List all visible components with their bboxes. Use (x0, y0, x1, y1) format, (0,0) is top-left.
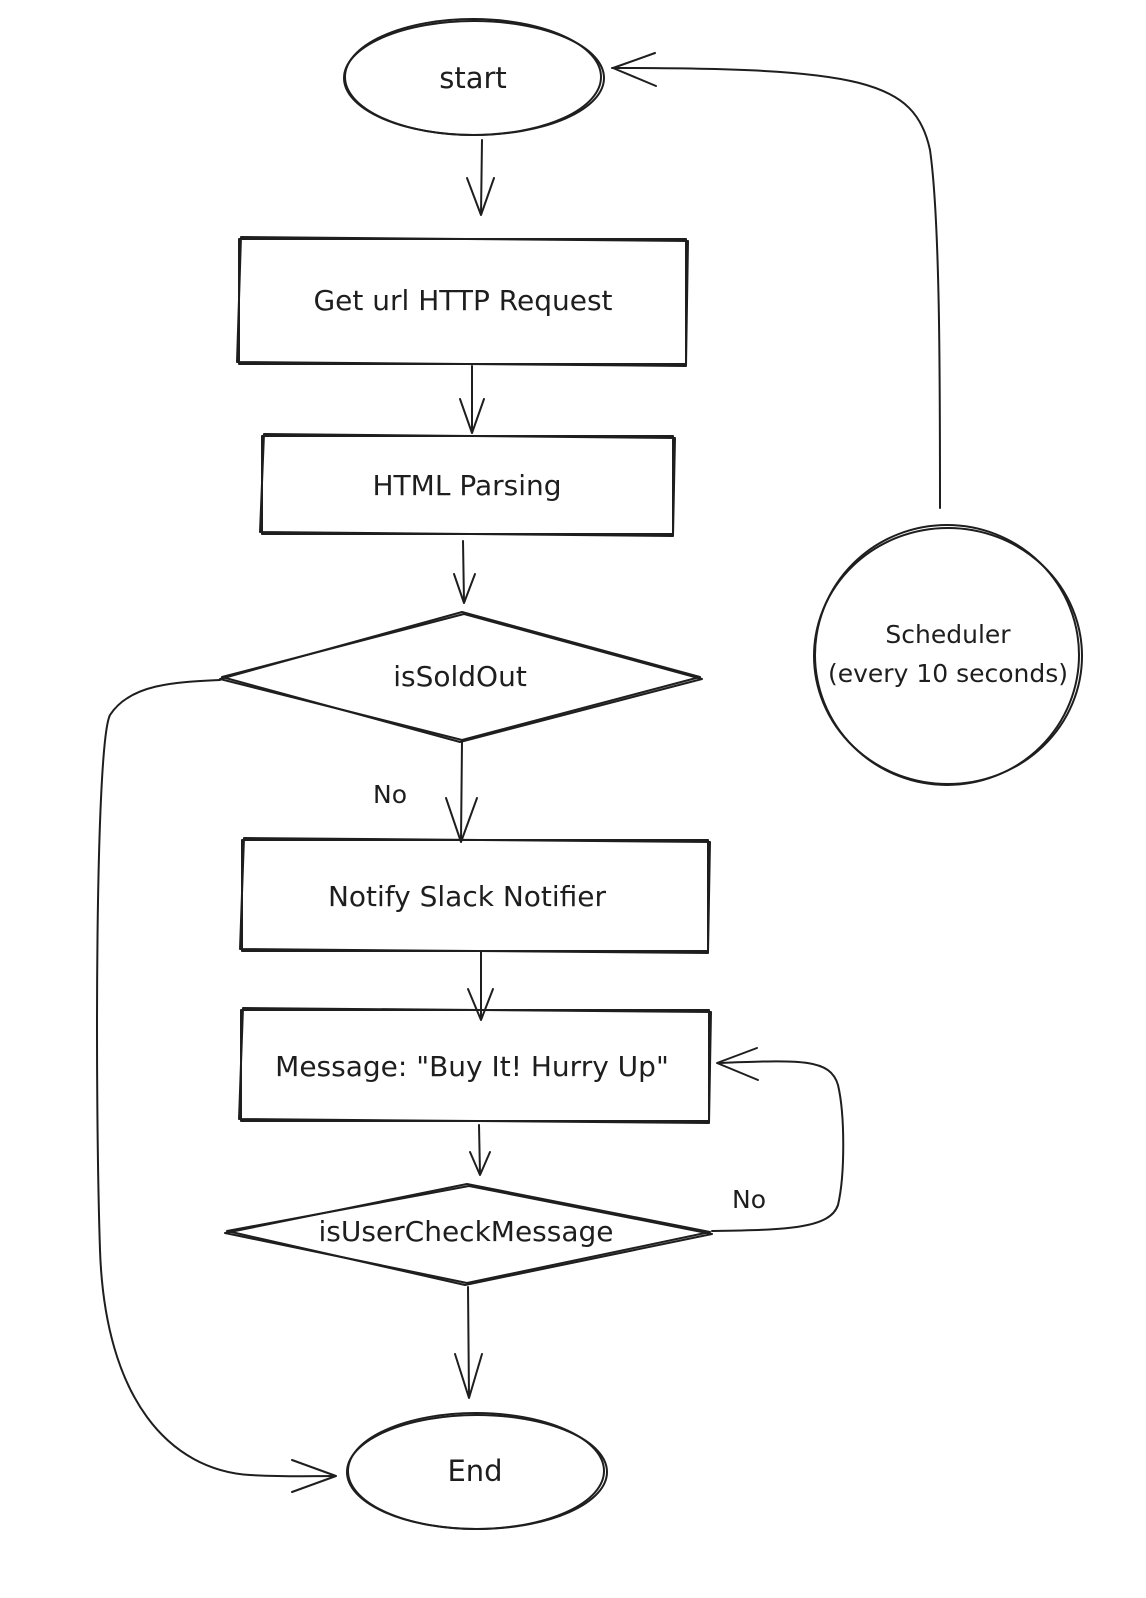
is-user-check-label: isUserCheckMessage (318, 1215, 613, 1248)
edge-label-sold-out-no: No (373, 780, 407, 809)
notify-label: Notify Slack Notifier (328, 880, 607, 913)
edge-scheduler-to-start (611, 52, 941, 509)
notify-node: Notify Slack Notifier (239, 837, 711, 954)
html-parsing-label: HTML Parsing (373, 469, 562, 502)
end-node: End (346, 1412, 608, 1530)
http-request-label: Get url HTTP Request (313, 284, 612, 317)
edge-message-to-user-check (469, 1124, 491, 1176)
edge-label-user-check-no: No (732, 1185, 766, 1214)
message-node: Message: "Buy It! Hurry Up" (238, 1007, 712, 1124)
edge-sold-out-to-notify (445, 741, 478, 843)
is-sold-out-label: isSoldOut (393, 660, 527, 693)
edge-parsing-to-sold-out (453, 540, 476, 604)
edge-http-to-parsing (459, 365, 485, 434)
edge-start-to-http (466, 139, 495, 216)
start-label: start (439, 61, 507, 95)
is-user-check-decision: isUserCheckMessage (224, 1183, 713, 1286)
edge-user-check-to-end (454, 1286, 483, 1399)
scheduler-node: Scheduler (every 10 seconds) (813, 524, 1083, 786)
is-sold-out-decision: isSoldOut (219, 611, 703, 743)
scheduler-label-line2: (every 10 seconds) (828, 659, 1068, 688)
html-parsing-node: HTML Parsing (259, 433, 676, 537)
scheduler-label-line1: Scheduler (885, 620, 1011, 649)
start-node: start (343, 18, 605, 136)
http-request-node: Get url HTTP Request (236, 236, 689, 367)
edge-notify-to-message (467, 951, 494, 1021)
message-label: Message: "Buy It! Hurry Up" (275, 1050, 669, 1083)
end-label: End (447, 1454, 502, 1488)
edge-user-check-loop-to-message (711, 1047, 845, 1232)
edge-sold-out-to-end (96, 679, 337, 1493)
